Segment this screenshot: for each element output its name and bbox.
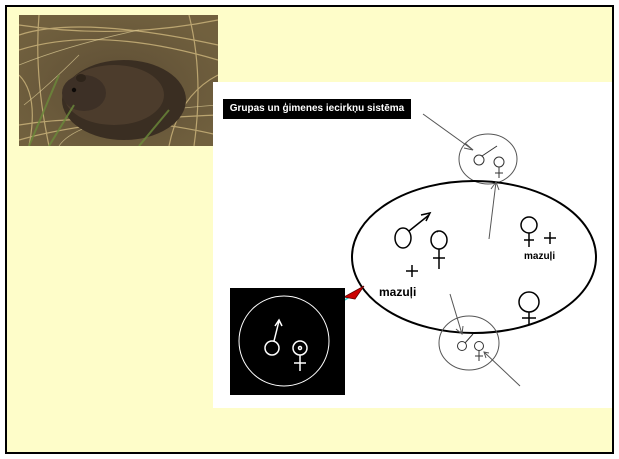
offspring-label-small: mazuļi (524, 251, 556, 262)
female-symbol-right (520, 216, 556, 247)
inset-female-symbol (292, 340, 308, 371)
upper-small-territory (458, 133, 518, 185)
zoom-inset (230, 288, 345, 395)
inset-territory (238, 295, 330, 387)
vole-photo (19, 15, 218, 146)
female-symbol-bottom-right (518, 291, 540, 325)
slide: Grupas un ģimenes iecirkņu sistēma mazuļ… (5, 5, 614, 454)
inset-male-symbol (264, 318, 283, 356)
diagram-title: Grupas un ģimenes iecirkņu sistēma (223, 99, 411, 119)
pointer-line-bottom (483, 351, 521, 387)
female-symbol-center (430, 230, 448, 269)
plus-sign-left (406, 265, 418, 277)
pointer-line (422, 113, 474, 151)
offspring-label-large: mazuļi (379, 285, 417, 299)
large-territory (351, 180, 597, 334)
male-symbol-large (394, 211, 432, 249)
connector-arrowhead (342, 285, 365, 300)
lower-small-territory (438, 315, 500, 371)
